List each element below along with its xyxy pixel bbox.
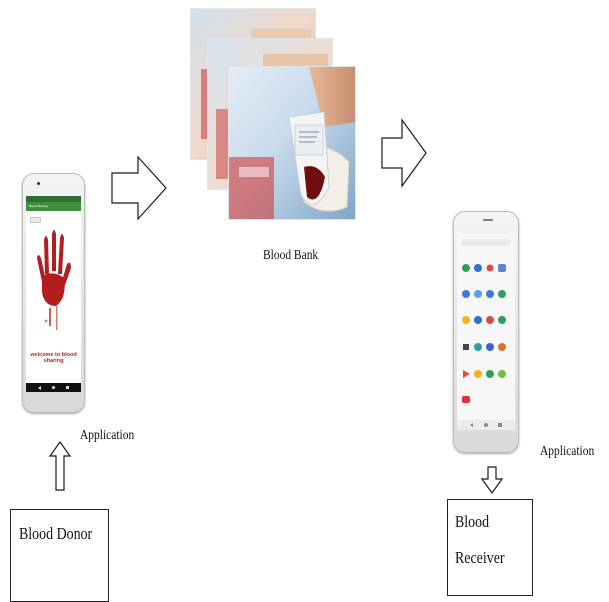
phone-speaker — [37, 182, 40, 185]
blood-bag-photo-front — [228, 66, 356, 220]
blood-receiver-box: Blood Receiver — [447, 499, 533, 596]
application-label-left: Application — [80, 428, 135, 443]
blood-receiver-text-line2: Receiver — [455, 548, 505, 567]
home-screen — [457, 234, 515, 430]
blood-bank-image-stack — [190, 8, 360, 220]
receiver-phone — [453, 211, 519, 453]
app-bar — [26, 202, 81, 211]
back-icon[interactable] — [470, 423, 473, 427]
search-bar[interactable] — [461, 239, 511, 246]
blood-donor-text: Blood Donor — [19, 524, 93, 543]
app-button[interactable] — [30, 217, 41, 223]
bloody-hand-icon — [37, 230, 71, 330]
right-arrow-icon — [381, 118, 427, 188]
down-arrow-icon — [480, 466, 504, 495]
application-label-right: Application — [540, 444, 595, 459]
blood-donor-box: Blood Donor — [10, 509, 109, 602]
back-icon[interactable] — [38, 386, 41, 390]
blood-bank-label: Blood Bank — [263, 248, 319, 263]
home-icon[interactable] — [52, 386, 55, 389]
app-icon-grid — [462, 264, 506, 403]
status-bar — [26, 196, 81, 202]
nav-bar — [26, 383, 81, 392]
up-arrow-icon — [48, 440, 72, 491]
recents-icon[interactable] — [498, 423, 502, 427]
blood-receiver-text-line1: Blood — [455, 512, 490, 531]
donor-phone: Blood Sharing welcome to blood sharing — [22, 173, 85, 413]
recents-icon[interactable] — [66, 386, 69, 389]
donor-app-screen: Blood Sharing welcome to blood sharing — [26, 196, 81, 392]
home-nav-bar — [457, 420, 515, 430]
phone-speaker — [483, 219, 493, 221]
app-title: Blood Sharing — [29, 204, 48, 208]
welcome-text: welcome to blood sharing — [30, 352, 77, 364]
right-arrow-icon — [111, 155, 167, 221]
home-icon[interactable] — [484, 423, 488, 427]
